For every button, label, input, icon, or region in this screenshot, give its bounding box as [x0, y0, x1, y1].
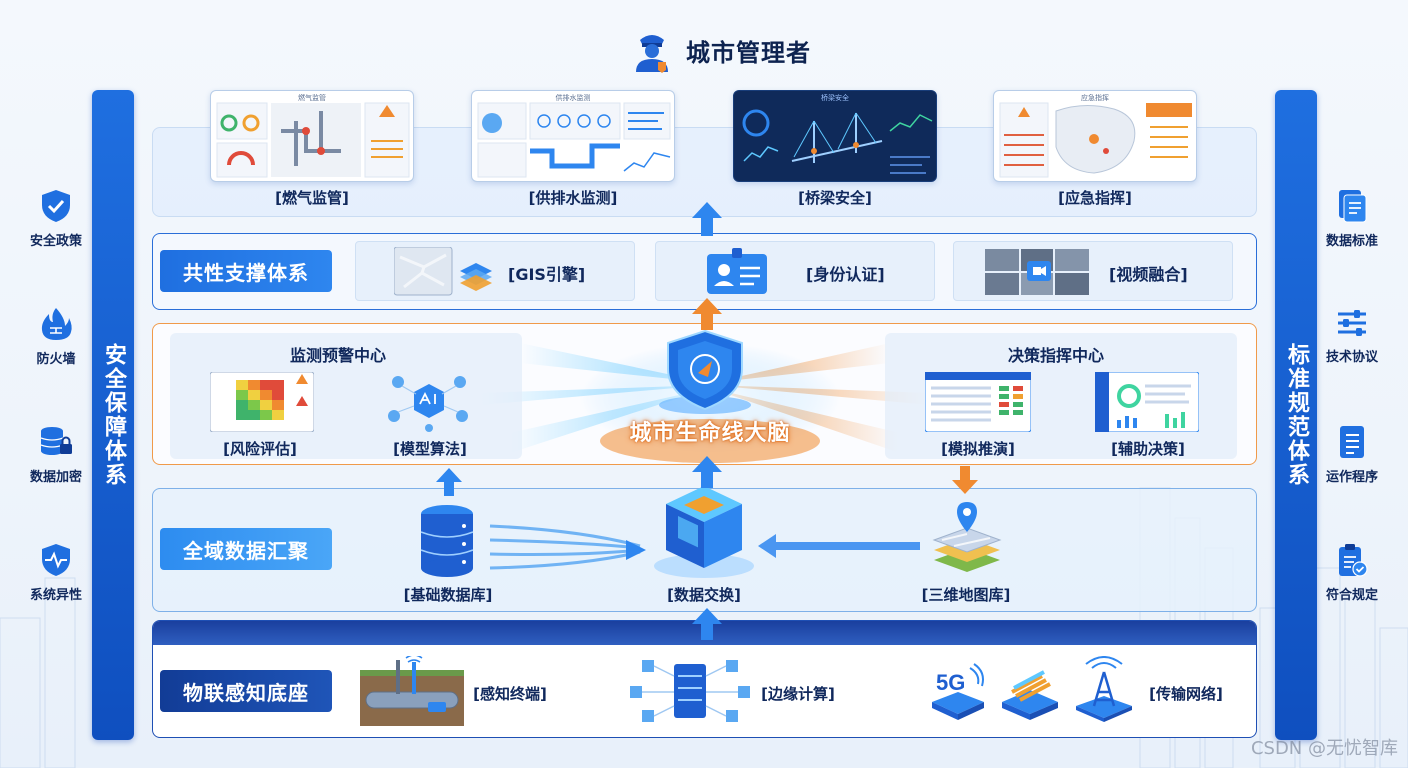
decision-support-label: [辅助决策] [1111, 440, 1185, 458]
header: 城市管理者 [628, 24, 848, 76]
3d-map-layers-icon [932, 502, 1002, 572]
side-item-system-integrity: 系统异性 [16, 542, 96, 603]
side-item-operation-procedure: 运作程序 [1312, 424, 1392, 485]
support-label-gis: [GIS引擎] [508, 265, 586, 284]
model-algorithm-label: [模型算法] [393, 440, 467, 458]
app-card-water[interactable]: 供排水监测 [471, 90, 675, 182]
5g-tile-icon [932, 663, 984, 720]
app-card-gas[interactable]: 燃气监管 [210, 90, 414, 182]
algorithm-model-icon [388, 376, 468, 432]
base-database-label: [基础数据库] [403, 586, 493, 604]
watermark: CSDN @无忧智库 [1250, 738, 1398, 759]
data-flow-graphics [489, 524, 920, 570]
security-pillar-title: 安全保障体系 [101, 343, 126, 487]
app-label-bridge: [桥梁安全] [798, 189, 872, 207]
security-pillar: 安全保障体系 [92, 90, 134, 740]
sensor-terminal-label: [感知终端] [473, 685, 547, 703]
side-item-label: 系统异性 [29, 588, 82, 603]
brain-light-beams [480, 343, 930, 463]
heartbeat-shield-icon [42, 544, 70, 576]
monitoring-center-title: 监测预警中心 [290, 346, 387, 365]
transmission-tower-icon [1076, 656, 1132, 722]
decision-support-thumbnail [1095, 372, 1199, 432]
data-exchange-cube-icon [654, 486, 754, 578]
side-item-firewall: 防火墙 [16, 306, 96, 367]
database-icon [420, 505, 474, 577]
gis-map-thumbnail [394, 247, 492, 296]
app-label-emergency: [应急指挥] [1058, 189, 1132, 207]
app-label-water: [供排水监测] [528, 189, 618, 207]
iot-layer-tag: 物联感知底座 [160, 670, 332, 712]
brain-shield-icon [659, 329, 751, 414]
city-lifeline-brain-label: 城市生命线大脑 [629, 421, 791, 446]
support-box-identity[interactable] [655, 241, 935, 301]
5g-badge: 5G [936, 670, 966, 695]
side-item-label: 运作程序 [1325, 470, 1378, 485]
side-item-label: 数据加密 [29, 470, 82, 485]
checklist-icon [1340, 426, 1364, 458]
city-manager-avatar-icon [636, 35, 668, 73]
side-item-label: 符合规定 [1325, 588, 1378, 603]
bridge-dashboard-thumbnail [742, 109, 933, 174]
arrow-up-to-support [692, 298, 722, 330]
page-title: 城市管理者 [686, 38, 811, 67]
sensor-terminal-icon [360, 656, 464, 726]
data-exchange-label: [数据交换] [667, 586, 741, 604]
side-item-label: 安全政策 [29, 234, 82, 249]
edge-computing-icon [630, 660, 750, 722]
app-label-gas: [燃气监管] [275, 189, 349, 207]
arrow-up-to-apps [692, 202, 722, 236]
5g-icon: 5G [928, 662, 988, 722]
side-item-data-standard: 数据标准 [1312, 188, 1392, 249]
standards-pillar: 标准规范体系 [1275, 90, 1317, 740]
side-item-label: 技术协议 [1325, 350, 1378, 365]
app-card-emergency[interactable]: 应急指挥 [993, 90, 1197, 182]
simulation-label: [模拟推演] [941, 440, 1015, 458]
app-mini-title: 应急指挥 [1081, 94, 1109, 102]
firewall-icon [41, 308, 72, 340]
3d-map-library-label: [三维地图库] [921, 586, 1011, 604]
arrow-down-to-map [952, 466, 978, 494]
decision-center-title: 决策指挥中心 [1008, 346, 1105, 365]
side-item-label: 数据标准 [1325, 234, 1378, 249]
risk-assessment-label: [风险评估] [223, 440, 297, 458]
side-item-security-policy: 安全政策 [16, 188, 96, 249]
side-item-label: 防火墙 [36, 352, 76, 367]
id-card-icon [707, 248, 767, 294]
simulation-thumbnail [925, 372, 1031, 432]
app-mini-title: 燃气监管 [298, 94, 326, 102]
arrow-up-from-database [436, 468, 462, 496]
support-label-video: [视频融合] [1109, 265, 1188, 284]
app-mini-title: 桥梁安全 [821, 94, 849, 102]
transmission-network-label: [传输网络] [1149, 685, 1223, 703]
shield-check-icon [42, 190, 70, 222]
gas-dashboard-thumbnail [216, 102, 410, 178]
side-item-data-encryption: 数据加密 [16, 424, 96, 485]
emergency-dashboard-thumbnail [999, 102, 1192, 178]
video-wall-thumbnail [985, 249, 1089, 295]
document-icon [1339, 190, 1367, 223]
arrow-up-to-brain [692, 456, 722, 488]
data-layer-tag: 全域数据汇聚 [160, 528, 332, 570]
side-item-compliance: 符合规定 [1312, 542, 1392, 603]
standards-pillar-title: 标准规范体系 [1284, 343, 1309, 487]
app-mini-title: 供排水监测 [555, 94, 591, 102]
risk-matrix-thumbnail [210, 372, 314, 432]
clipboard-check-icon [1339, 544, 1368, 577]
database-lock-icon [40, 427, 72, 455]
edge-computing-label: [边缘计算] [761, 685, 835, 703]
support-layer-tag: 共性支撑体系 [160, 250, 332, 292]
water-dashboard-thumbnail [477, 102, 671, 178]
sliders-icon [1338, 310, 1366, 336]
support-label-identity: [身份认证] [806, 265, 885, 284]
fiber-optic-icon [1002, 670, 1058, 720]
side-item-tech-protocol: 技术协议 [1312, 306, 1392, 365]
arrow-up-from-iot [692, 608, 722, 640]
app-card-bridge[interactable]: 桥梁安全 [733, 90, 937, 182]
